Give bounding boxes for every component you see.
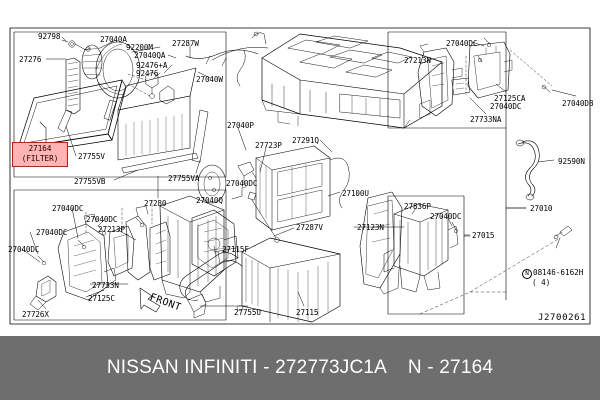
part-number-label[interactable]: 27040A [100, 35, 127, 44]
circled-n-icon: N [522, 269, 532, 279]
bolt-quantity: ( 4) [532, 278, 551, 287]
highlighted-part-description: (FILTER) [21, 154, 59, 163]
part-number-label[interactable]: 27040W [196, 75, 223, 84]
part-number-label[interactable]: 27280 [144, 199, 167, 208]
footer-caption: NISSAN INFINITI - 272773JC1A N - 27164 [106, 357, 494, 378]
part-number-label[interactable]: 92476 [136, 69, 159, 78]
part-number-label[interactable]: 27723P [255, 141, 282, 150]
part-number-label[interactable]: 27040DC [36, 228, 68, 237]
part-number-label[interactable]: 27040QA [134, 51, 166, 60]
part-number-label[interactable]: 27733N [92, 281, 119, 290]
part-number-label[interactable]: 27100U [342, 189, 369, 198]
part-number-label[interactable]: 27115F [222, 245, 249, 254]
highlighted-part-callout[interactable]: 27164 (FILTER) [12, 142, 68, 167]
part-number-label[interactable]: 27040DC [86, 215, 118, 224]
part-number-label[interactable]: 92476+A [136, 61, 168, 70]
part-number-label[interactable]: 27287W [172, 39, 199, 48]
part-number-label[interactable]: 27040Q [196, 196, 223, 205]
part-number-label[interactable]: 27755U [234, 308, 261, 317]
part-number-label[interactable]: 27726X [22, 310, 49, 319]
part-number-label[interactable]: 27733NA [470, 115, 502, 124]
part-number-label[interactable]: 92798 [38, 32, 61, 41]
diagram-id-code: J2700261 [538, 313, 587, 323]
part-number-label[interactable]: 27115 [296, 308, 319, 317]
part-number-label[interactable]: 27836P [404, 202, 431, 211]
part-number-label[interactable]: 27015 [472, 231, 495, 240]
part-number-label[interactable]: 27123N [357, 223, 384, 232]
part-number-label[interactable]: 27040DC [490, 102, 522, 111]
part-number-label[interactable]: 27040P [227, 121, 254, 130]
part-number-label[interactable]: 27755VB [74, 177, 106, 186]
part-number-label[interactable]: 27287V [296, 223, 323, 232]
part-number-label[interactable]: 27276 [19, 55, 42, 64]
part-number-label[interactable]: 27040DB [562, 99, 594, 108]
footer-bar: NISSAN INFINITI - 272773JC1A N - 27164 [0, 336, 600, 400]
highlighted-part-number: 27164 [28, 144, 52, 153]
part-number-label[interactable]: 27291Q [292, 136, 319, 145]
part-number-label[interactable]: 27213P [98, 225, 125, 234]
part-number-label[interactable]: 92590N [558, 157, 585, 166]
part-number-label[interactable]: 27040DC [430, 212, 462, 221]
part-number-label[interactable]: 27040DC [226, 179, 258, 188]
part-number-label[interactable]: 27040DC [52, 204, 84, 213]
part-number-label[interactable]: 92200M [126, 43, 153, 52]
part-number-label[interactable]: 27125C [88, 294, 115, 303]
part-number-label[interactable]: 27755VA [168, 174, 200, 183]
part-number-label[interactable]: 27213N [404, 56, 431, 65]
bolt-part-number: 08146-6162H [533, 268, 584, 277]
part-number-label[interactable]: 27040DC [446, 39, 478, 48]
parts-illustration [9, 27, 591, 325]
part-number-label[interactable]: 27040DC [8, 245, 40, 254]
part-number-label[interactable]: 27755V [78, 152, 105, 161]
part-number-label[interactable]: 27010 [530, 204, 553, 213]
part-number-label[interactable]: 27125CA [494, 94, 526, 103]
